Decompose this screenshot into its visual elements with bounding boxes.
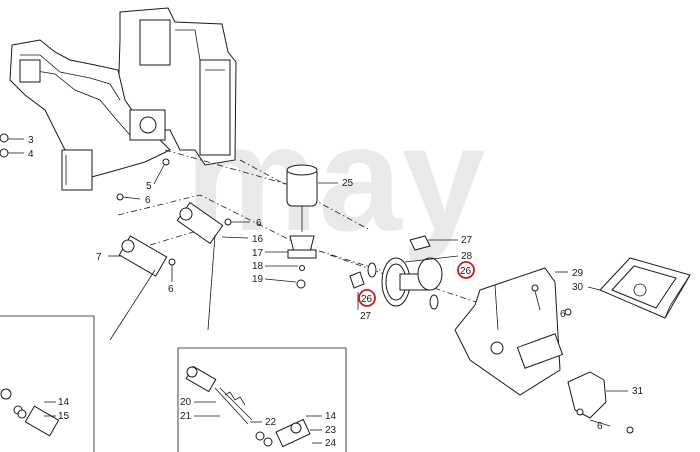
label-6d: 6: [560, 309, 566, 320]
part-7-valve: [108, 235, 176, 341]
label-15: 15: [58, 411, 70, 422]
left-screws: [0, 133, 24, 158]
label-30: 30: [572, 282, 584, 293]
highlight-26-right: [457, 261, 475, 279]
label-6: 6: [145, 195, 151, 206]
detail-box-left: [0, 315, 95, 452]
label-31: 31: [632, 386, 644, 397]
label-7: 7: [96, 252, 102, 263]
highlight-26-left: [358, 289, 376, 307]
label-18: 18: [252, 261, 264, 272]
label-26-left: 26: [361, 294, 373, 305]
assembly-axes: [117, 149, 501, 311]
label-27b: 27: [360, 311, 372, 322]
label-23: 23: [325, 425, 337, 436]
label-3: 3: [28, 135, 34, 146]
label-27: 27: [461, 235, 473, 246]
label-14-left: 14: [58, 397, 70, 408]
label-4: 4: [28, 149, 34, 160]
label-29: 29: [572, 268, 584, 279]
label-6c: 6: [168, 284, 174, 295]
label-24: 24: [325, 438, 337, 449]
label-22: 22: [265, 417, 277, 428]
label-21: 21: [180, 411, 192, 422]
label-19: 19: [252, 274, 264, 285]
gear-assembly: [349, 235, 459, 310]
part-16-valve: [176, 201, 250, 331]
label-6e: 6: [597, 421, 603, 432]
label-16: 16: [252, 234, 264, 245]
label-14-mid: 14: [325, 411, 337, 422]
part-30-tray: [587, 257, 691, 319]
parts-5-6: [116, 158, 170, 201]
main-housing: [9, 7, 237, 191]
label-17: 17: [252, 248, 264, 259]
label-6b: 6: [256, 218, 262, 229]
parts-17-18-19: [264, 235, 317, 289]
part-31-clip: [567, 371, 634, 434]
label-5: 5: [146, 181, 152, 192]
label-26-right: 26: [460, 266, 472, 277]
detail-box-middle: [177, 347, 347, 452]
part-29-bracket: [454, 267, 572, 396]
part-25-motor: [286, 164, 338, 232]
label-20: 20: [180, 397, 192, 408]
label-25: 25: [342, 178, 354, 189]
label-28: 28: [461, 251, 473, 262]
